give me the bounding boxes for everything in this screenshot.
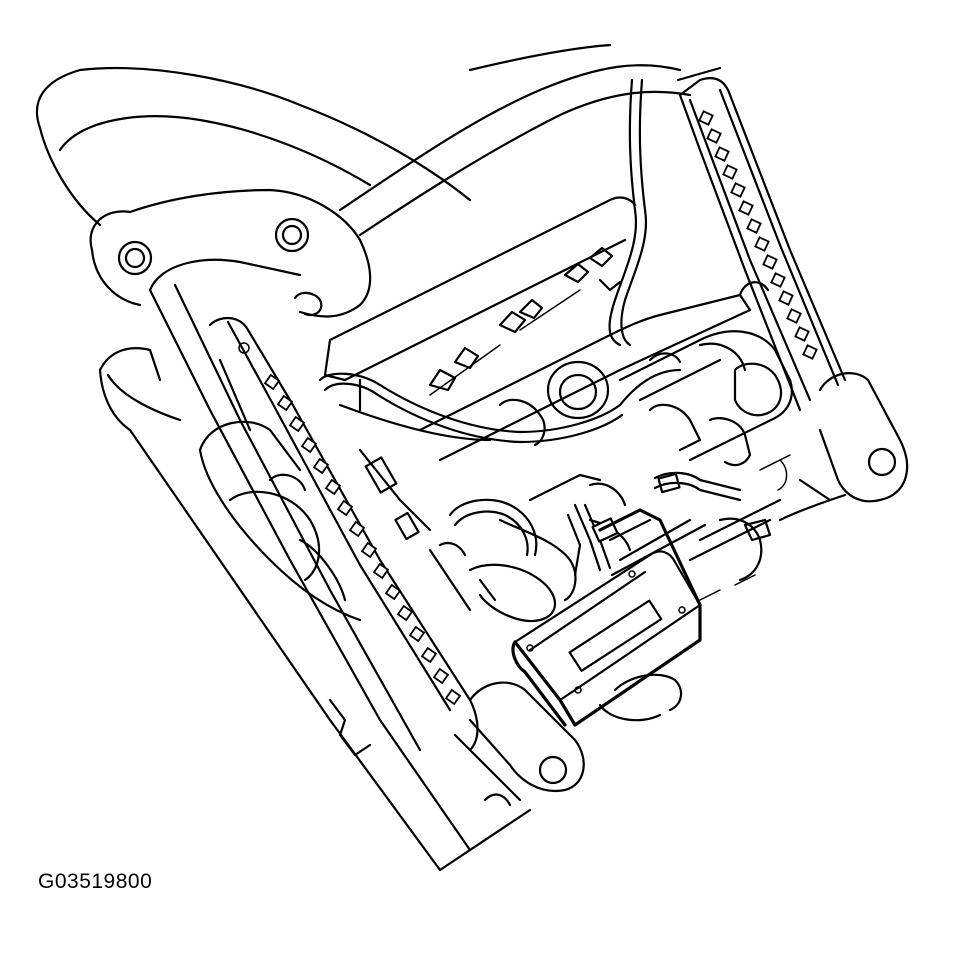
wire-harness xyxy=(318,78,682,447)
left-slide-rail xyxy=(148,258,479,852)
right-rail-holes xyxy=(698,110,818,360)
left-rail-holes xyxy=(263,373,462,706)
center-frame xyxy=(323,196,770,462)
center-spring xyxy=(546,360,610,420)
connectors-right xyxy=(653,471,782,582)
module-mount xyxy=(598,673,683,722)
right-rail-lower-end xyxy=(778,372,909,522)
seat-cushion-lower-left xyxy=(98,347,532,872)
misc-details xyxy=(699,454,791,601)
left-rail-lower-end xyxy=(453,681,585,802)
ecu-connector-bundle xyxy=(566,503,632,577)
adjuster-motor-assembly xyxy=(618,330,793,467)
frame-clips xyxy=(428,246,614,396)
left-mounting-bracket xyxy=(89,188,372,318)
figure-id-label: G03519800 xyxy=(38,870,153,893)
right-slide-rail xyxy=(678,77,847,412)
lower-center-wiring xyxy=(358,448,627,623)
seat-control-module xyxy=(511,508,707,727)
seat-back-outline xyxy=(35,43,722,237)
motor-housing xyxy=(198,420,362,622)
